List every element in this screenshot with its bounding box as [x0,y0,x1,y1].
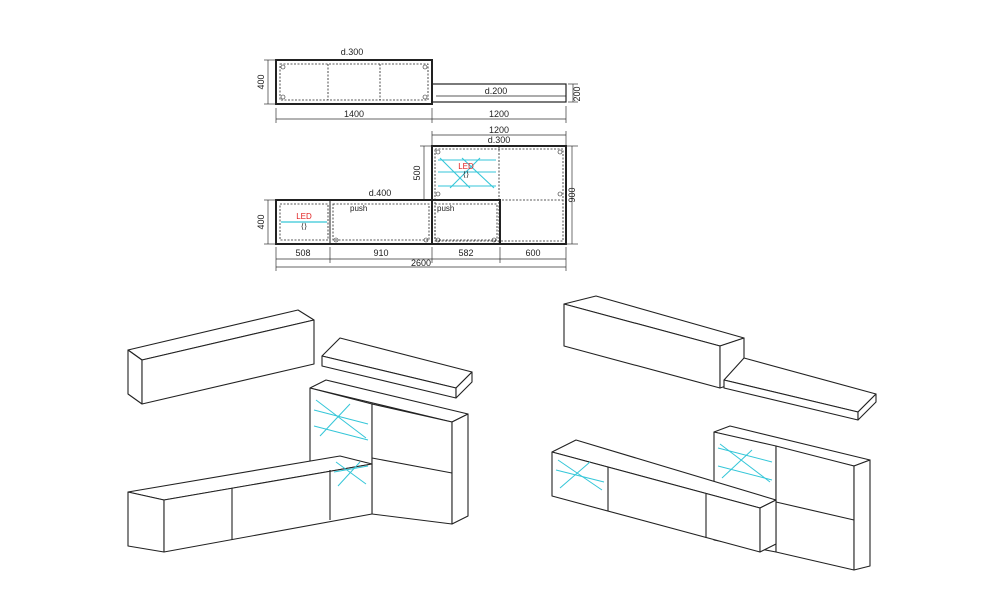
base-total-width: 2600 [411,258,431,268]
iso-right-led-glass [555,443,773,491]
top-cabinet-width: 1400 [344,109,364,119]
base-height: 400 [256,214,266,229]
iso-left-led-glass [313,399,369,487]
iso-left-assembly [127,309,473,553]
display-total-height: 900 [567,187,577,202]
shelf-height: 200 [572,86,582,101]
display-led-symbol: ⟨⟩ [463,170,469,179]
display-overall-width: 1200 [489,125,509,135]
display-cabinet-depth: d.300 [488,135,511,145]
shelf-height-dim [568,83,578,103]
shelf-width-dim [432,106,567,123]
iso-right-assembly [551,295,877,571]
top-cabinet-height: 400 [256,74,266,89]
base-unit-depth: d.400 [369,188,392,198]
base-width-3: 582 [458,248,473,258]
base-width-1: 508 [295,248,310,258]
base-led-symbol: ⟨⟩ [301,222,307,231]
base-width-2: 910 [373,248,388,258]
top-cabinet-depth: d.300 [341,47,364,57]
base-widths-dim [275,247,567,271]
overall-width-dim [431,131,567,146]
base-width-4: 600 [525,248,540,258]
shelf-width: 1200 [489,109,509,119]
top-cabinet-height-dim [264,59,276,105]
plan-base-unit [275,199,501,245]
push-label-2: push [437,204,454,213]
base-led-label: LED [296,212,312,221]
display-total-height-dim [566,145,578,245]
plan-shelf [431,83,567,103]
shelf-depth: d.200 [485,86,508,96]
plan-top-cabinet [275,59,433,105]
top-cabinet-width-dim [275,108,433,123]
base-height-dim [264,199,276,245]
display-led-glass [438,157,496,189]
push-label-1: push [350,204,367,213]
display-upper-height: 500 [412,165,422,180]
display-led-label: LED [458,162,474,171]
